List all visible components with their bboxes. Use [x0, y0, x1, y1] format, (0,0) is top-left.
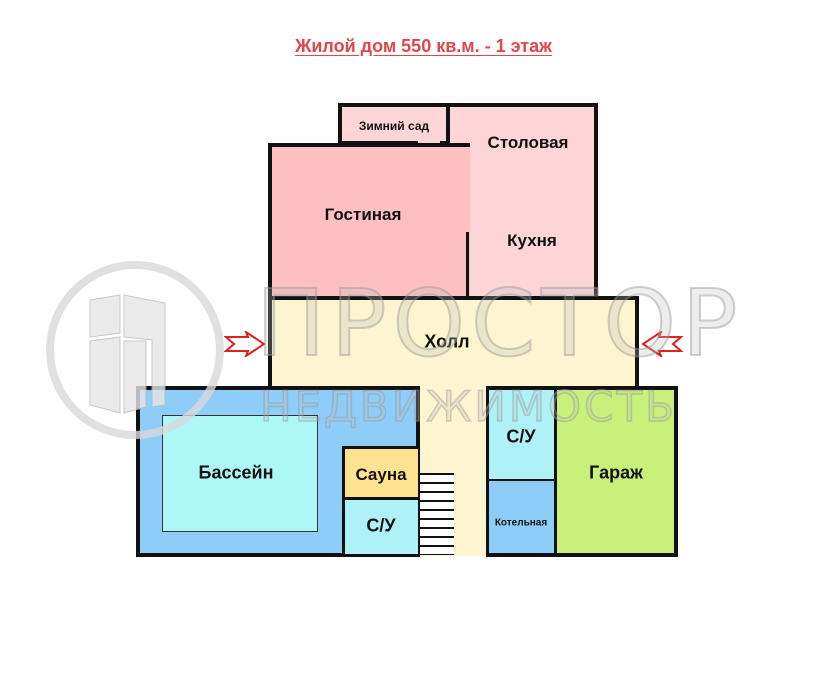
room-living	[268, 143, 470, 299]
plan-title: Жилой дом 550 кв.м. - 1 этаж	[295, 36, 552, 56]
label-garage: Гараж	[589, 462, 643, 483]
wall-living-kitchen	[466, 232, 469, 299]
entrance-arrow-right-icon	[641, 331, 683, 357]
room-boiler	[486, 479, 556, 557]
room-winter-garden	[338, 103, 450, 145]
label-bathroom-left: С/У	[366, 515, 396, 536]
wall-winter-garden-right	[446, 103, 450, 145]
label-bathroom-right: С/У	[506, 426, 536, 447]
label-sauna: Сауна	[355, 465, 407, 484]
label-living: Гостиная	[324, 205, 402, 224]
stairs	[420, 473, 454, 555]
room-garage	[554, 386, 678, 557]
label-boiler: Котельная	[494, 517, 548, 529]
room-bathroom-right	[486, 386, 556, 481]
label-kitchen: Кухня	[507, 231, 557, 250]
label-hall: Холл	[424, 331, 470, 352]
wall-winter-garden-bottom-right	[440, 141, 450, 145]
room-dining-kitchen	[448, 103, 598, 299]
entrance-arrow-left-icon	[224, 331, 266, 357]
label-winter-garden: Зимний сад	[358, 119, 430, 133]
room-sauna	[342, 446, 418, 500]
label-pool: Бассейн	[198, 462, 274, 483]
wall-winter-garden-bottom	[338, 141, 418, 145]
label-dining: Столовая	[487, 133, 569, 152]
room-bathroom-left	[342, 500, 418, 554]
room-hall	[268, 296, 639, 388]
